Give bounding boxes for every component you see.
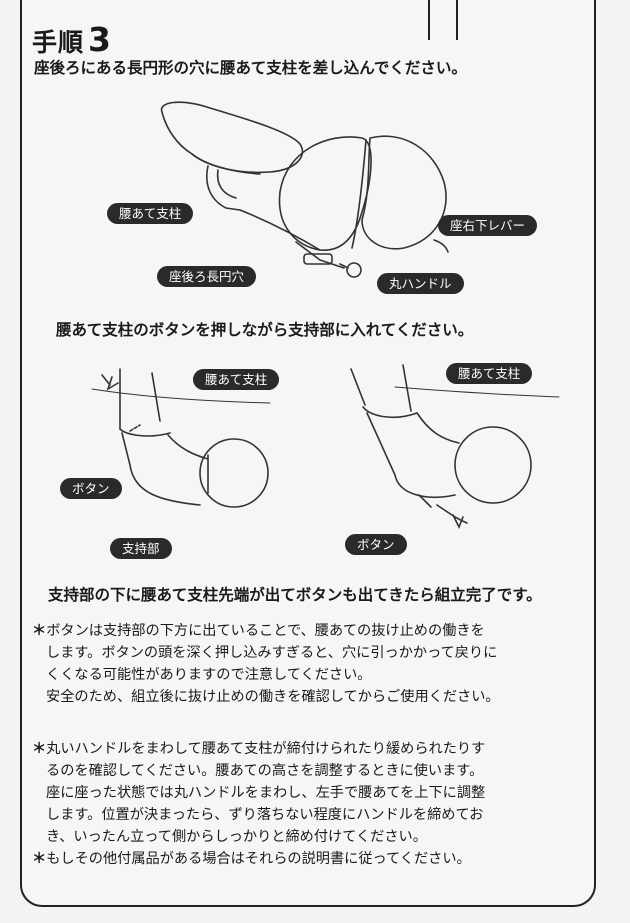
top-rule-left	[428, 0, 430, 40]
note-line: もしその他付属品がある場合はそれらの説明書に従ってください。	[46, 851, 471, 867]
label-support-post-left: 腰あて支柱	[193, 369, 280, 390]
note-marker: ＊	[32, 851, 47, 867]
label-rear-oval-hole: 座後ろ長円穴	[157, 266, 257, 287]
note-marker: ＊	[32, 741, 47, 757]
label-round-handle: 丸ハンドル	[377, 273, 464, 294]
instruction-press-button: 腰あて支柱のボタンを押しながら支持部に入れてください。	[56, 321, 474, 339]
insertion-right-illustration	[350, 364, 560, 529]
note-line: くくなる可能性がありますので注意してください。	[46, 667, 372, 683]
label-support-part: 支持部	[110, 538, 172, 559]
seat-assembly-illustration	[160, 101, 449, 278]
note-button: ＊ボタンは支持部の下方に出ていることで、腰あての抜け止めの働きを します。ボタン…	[32, 620, 567, 708]
note-line: します。位置が決まったら、ずり落ちない程度にハンドルを締めてお	[46, 807, 484, 823]
label-button-left: ボタン	[60, 478, 122, 499]
note-line: ボタンは支持部の下方に出ていることで、腰あての抜け止めの働きを	[46, 623, 485, 639]
instruction-insert-post: 座後ろにある長円形の穴に腰あて支柱を差し込んでください。	[34, 59, 467, 77]
note-line: き、いったん立って側からしっかりと締め付けてください。	[46, 829, 427, 845]
note-line: るのを確認してください。腰あての高さを調整するときに使います。	[46, 763, 484, 779]
step-number: 3	[88, 20, 112, 59]
label-support-post: 腰あて支柱	[107, 203, 194, 224]
label-button-right: ボタン	[345, 534, 407, 555]
note-accessories: ＊もしその他付属品がある場合はそれらの説明書に従ってください。	[32, 848, 567, 870]
label-right-lever: 座右下レバー	[438, 215, 538, 236]
instruction-complete: 支持部の下に腰あて支柱先端が出てボタンも出てきたら組立完了です。	[48, 586, 542, 604]
note-marker: ＊	[32, 623, 47, 639]
label-support-post-right: 腰あて支柱	[446, 363, 533, 384]
note-line: 座に座った状態では丸ハンドルをまわし、左手で腰あてを上下に調整	[46, 785, 486, 801]
note-line: 安全のため、組立後に抜け止めの働きを確認してからご使用ください。	[46, 689, 500, 705]
note-line: 丸いハンドルをまわして腰あて支柱が締付けられたり緩められたりす	[46, 741, 486, 757]
note-line: します。ボタンの頭を深く押し込みすぎると、穴に引っかかって戻りに	[46, 645, 498, 661]
step-label: 手順	[32, 28, 85, 57]
page-frame	[20, 0, 596, 907]
top-rule-right	[456, 0, 458, 40]
insertion-left-illustration	[91, 368, 271, 508]
note-handle: ＊丸いハンドルをまわして腰あて支柱が締付けられたり緩められたりす るのを確認して…	[32, 738, 567, 848]
